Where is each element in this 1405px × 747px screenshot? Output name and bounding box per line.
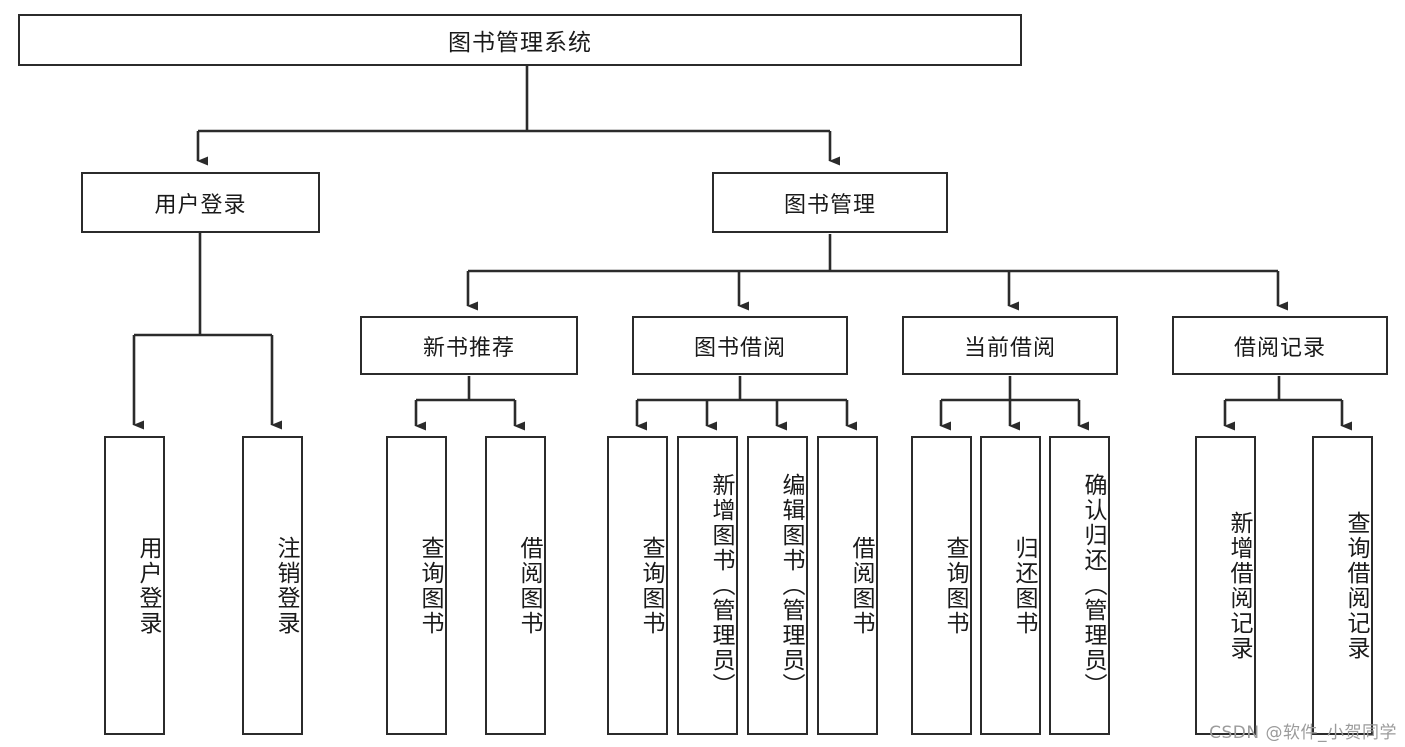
node-root-label: 图书管理系统 bbox=[448, 30, 592, 56]
leaf-query-borrow-record-label: 查询借阅记录 bbox=[1343, 510, 1369, 661]
leaf-user-login-label: 用户登录 bbox=[135, 535, 161, 636]
leaf-query-book-borrow[interactable]: 查询图书 bbox=[607, 436, 668, 735]
node-borrow-record-label: 借阅记录 bbox=[1233, 335, 1326, 361]
leaf-confirm-return-admin[interactable]: 确认归还（管理员） bbox=[1049, 436, 1110, 735]
leaf-return-book[interactable]: 归还图书 bbox=[980, 436, 1041, 735]
leaf-query-book-current-label: 查询图书 bbox=[942, 535, 968, 636]
node-new-book-recommend-label: 新书推荐 bbox=[422, 335, 515, 361]
node-root[interactable]: 图书管理系统 bbox=[18, 14, 1022, 66]
node-user-login-label: 用户登录 bbox=[154, 192, 247, 218]
leaf-add-borrow-record[interactable]: 新增借阅记录 bbox=[1195, 436, 1256, 735]
leaf-query-book-newbook[interactable]: 查询图书 bbox=[386, 436, 447, 735]
leaf-logout[interactable]: 注销登录 bbox=[242, 436, 303, 735]
node-current-borrow[interactable]: 当前借阅 bbox=[902, 316, 1118, 375]
leaf-add-borrow-record-label: 新增借阅记录 bbox=[1226, 510, 1252, 661]
leaf-user-login[interactable]: 用户登录 bbox=[104, 436, 165, 735]
leaf-query-book-newbook-label: 查询图书 bbox=[417, 535, 443, 636]
leaf-add-book-admin-label: 新增图书（管理员） bbox=[708, 473, 734, 698]
node-borrow-record[interactable]: 借阅记录 bbox=[1172, 316, 1388, 375]
leaf-query-book-borrow-label: 查询图书 bbox=[638, 535, 664, 636]
node-book-borrow-label: 图书借阅 bbox=[693, 335, 786, 361]
node-user-login[interactable]: 用户登录 bbox=[81, 172, 320, 233]
leaf-query-book-current[interactable]: 查询图书 bbox=[911, 436, 972, 735]
leaf-edit-book-admin[interactable]: 编辑图书（管理员） bbox=[747, 436, 808, 735]
node-book-management[interactable]: 图书管理 bbox=[712, 172, 948, 233]
leaf-logout-label: 注销登录 bbox=[273, 535, 299, 636]
leaf-return-book-label: 归还图书 bbox=[1011, 535, 1037, 636]
leaf-borrow-book-newbook[interactable]: 借阅图书 bbox=[485, 436, 546, 735]
node-book-borrow[interactable]: 图书借阅 bbox=[632, 316, 848, 375]
leaf-confirm-return-admin-label: 确认归还（管理员） bbox=[1080, 473, 1106, 698]
leaf-borrow-book-label: 借阅图书 bbox=[848, 535, 874, 636]
node-new-book-recommend[interactable]: 新书推荐 bbox=[360, 316, 578, 375]
leaf-add-book-admin[interactable]: 新增图书（管理员） bbox=[677, 436, 738, 735]
leaf-edit-book-admin-label: 编辑图书（管理员） bbox=[778, 473, 804, 698]
csdn-watermark: CSDN @软件_小贺同学 bbox=[1209, 723, 1397, 743]
node-current-borrow-label: 当前借阅 bbox=[963, 335, 1056, 361]
leaf-query-borrow-record[interactable]: 查询借阅记录 bbox=[1312, 436, 1373, 735]
leaf-borrow-book[interactable]: 借阅图书 bbox=[817, 436, 878, 735]
node-book-management-label: 图书管理 bbox=[783, 192, 876, 218]
leaf-borrow-book-newbook-label: 借阅图书 bbox=[516, 535, 542, 636]
